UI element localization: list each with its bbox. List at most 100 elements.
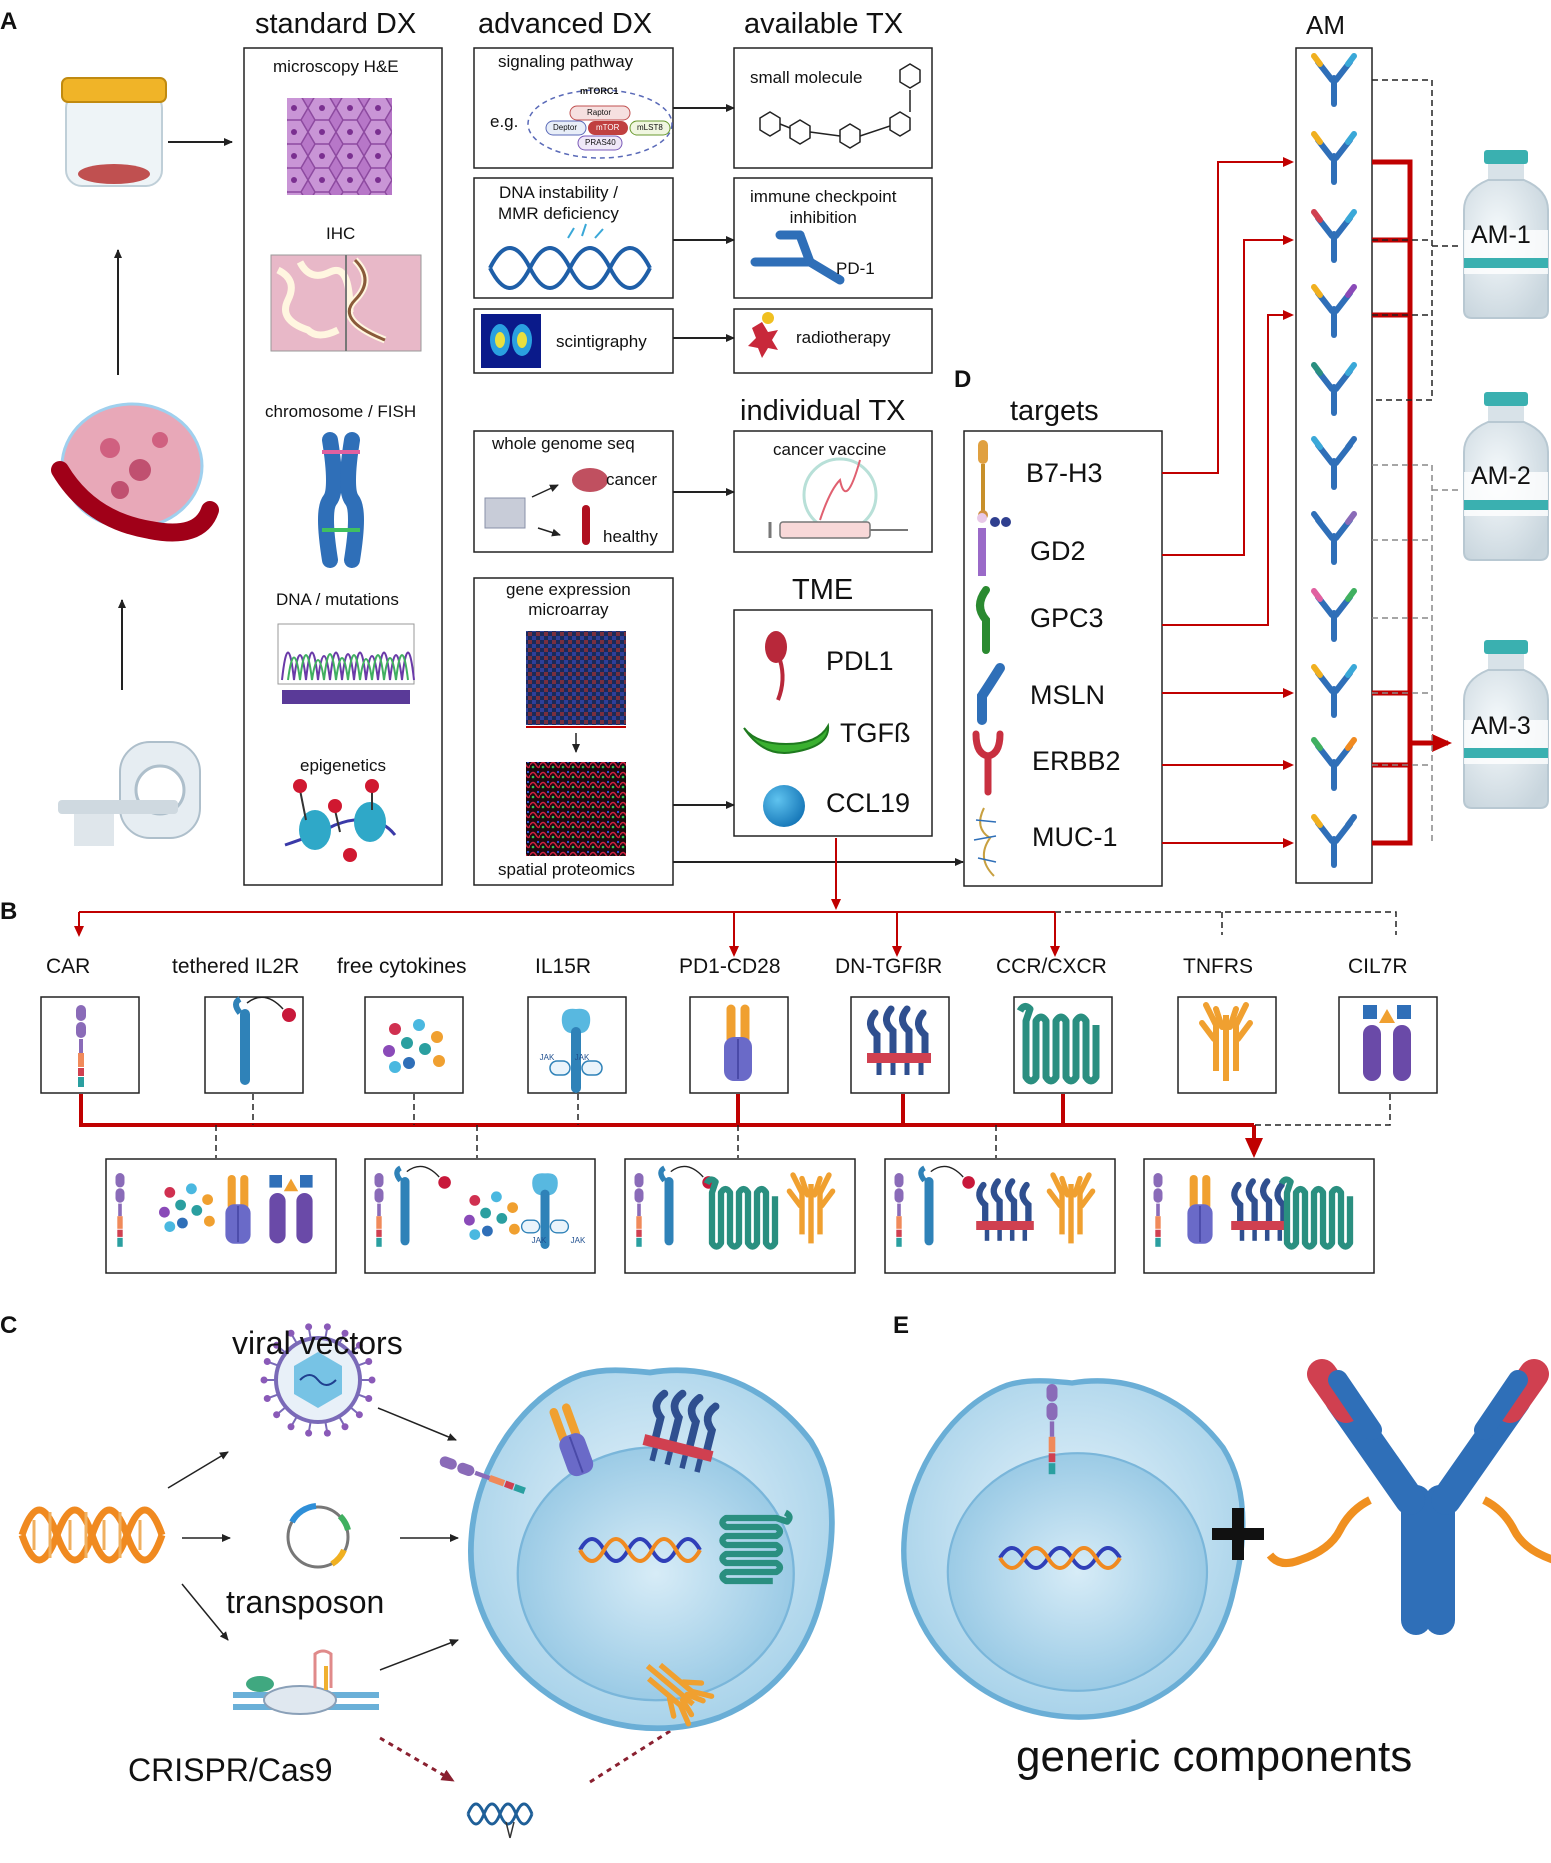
am-antibody [1311,209,1357,263]
plus-sign [1212,1508,1264,1560]
panel-label-d: D [954,366,972,393]
jak-label: JAK [532,1236,547,1245]
am-antibody [1311,511,1357,565]
standard-dx-item-dna: DNA / mutations [276,590,399,609]
mtorc1-label: mTORC1 [580,86,619,96]
combination-box [364,1158,596,1274]
ccl19-icon [763,785,805,827]
generic-antibody-icon [1266,1359,1551,1635]
dna-source-icon [18,1506,166,1564]
am-antibody [1311,362,1357,416]
am-vial-2 [1463,392,1549,561]
mtor-label: mTOR [596,123,620,132]
am-antibody [1311,53,1357,107]
spatial-proteomics-image [526,762,626,856]
tme-item-tgfb: TGFß [840,718,911,748]
combination-box [884,1158,1116,1274]
am-antibody [1311,131,1357,185]
module-box [689,996,789,1094]
panel-label-e: E [893,1312,910,1339]
target-msln: MSLN [1030,680,1106,710]
wgs-cancer-label: cancer [606,470,658,489]
tme-title: TME [792,574,854,606]
module-label: CAR [46,955,91,978]
wgs-title: whole genome seq [492,434,635,453]
pras40-label: PRAS40 [585,138,616,147]
spatial-proteomics-label: spatial proteomics [498,860,636,879]
scintigraphy-box [473,308,674,374]
module-box [364,996,464,1094]
mlst8-label: mLST8 [637,123,663,132]
checkpoint-box [733,177,933,299]
tme-item-pdl1: PDL1 [826,646,894,676]
module-box [40,996,140,1094]
chromosome-icon [318,432,364,568]
dna-instability-label: DNA instability / MMR deficiency [498,183,619,223]
target-erbb2: ERBB2 [1032,746,1121,776]
combination-box [105,1158,337,1274]
transposon-plasmid-icon [286,1503,351,1569]
engineered-t-cell [438,1370,832,1728]
small-molecule-label: small molecule [750,68,863,87]
transposon-label: transposon [226,1584,385,1620]
am-title: AM [1306,10,1345,40]
gene-expression-box [473,577,674,886]
vial-label-am2: AM-2 [1471,462,1531,490]
tme-box [733,609,933,837]
vial-label-am3: AM-3 [1471,712,1531,740]
module-label: CCR/CXCR [996,955,1107,978]
ihc-image [270,254,422,352]
target-gd2: GD2 [1030,536,1086,566]
small-molecule-structure [759,63,921,149]
targets-box [963,430,1163,887]
standard-dx-item-epigenetics: epigenetics [300,756,387,775]
am-antibody [1311,588,1357,642]
tgfb-icon [743,722,830,754]
pd1-antibody-icon [750,230,845,285]
viral-vectors-label: viral vectors [232,1325,403,1361]
raptor-label: Raptor [587,108,612,117]
standard-dx-title: standard DX [255,8,417,40]
module-box [1013,996,1113,1094]
radiotherapy-box [733,308,933,374]
target-glyphs [972,440,1011,877]
module-box [204,997,304,1094]
jak-label: JAK [571,1236,586,1245]
module-box [850,996,950,1094]
am-vial-3 [1463,640,1549,809]
target-b7h3: B7-H3 [1026,458,1103,488]
standard-dx-item-he: microscopy H&E [273,57,399,76]
vial-label-am1: AM-1 [1471,221,1531,249]
target-muc1: MUC-1 [1032,822,1118,852]
available-tx-title: available TX [744,8,904,40]
signaling-title: signaling pathway [498,52,634,71]
tumor-tissue-icon [51,402,219,542]
he-microscopy-image [287,98,392,195]
module-label: DN-TGFßR [835,955,943,978]
radiation-cell-icon [748,322,778,358]
scintigraphy-image [481,314,541,368]
signaling-eg: e.g. [490,112,519,131]
standard-dx-box [243,47,443,886]
microarray-heatmap [526,631,626,725]
gene-expression-title: gene expression microarray [506,580,631,619]
radiotherapy-label: radiotherapy [796,328,891,347]
pdl1-icon [765,631,787,701]
panel-label-c: C [0,1312,18,1339]
module-label: CIL7R [1348,955,1408,978]
deptor-label: Deptor [553,123,578,132]
standard-dx-item-fish: chromosome / FISH [265,402,417,421]
combination-box [1143,1158,1375,1274]
am-vials [1463,150,1549,809]
advanced-dx-title: advanced DX [478,8,653,40]
standard-dx-item-ihc: IHC [326,224,356,243]
edited-dna-icon [466,1802,534,1839]
cancer-vaccine-label: cancer vaccine [773,440,887,459]
viral-spikes [260,1323,376,1437]
tme-item-ccl19: CCL19 [826,788,911,818]
am-antibody [1311,284,1357,338]
module-label: tethered IL2R [172,955,300,978]
dna-instability-box [473,177,674,299]
